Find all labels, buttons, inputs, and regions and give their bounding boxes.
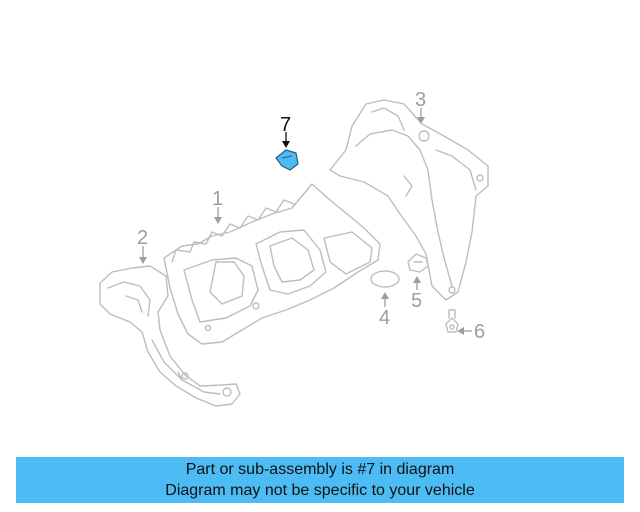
info-banner: Part or sub-assembly is #7 in diagram Di… (16, 457, 624, 503)
part-7-clip-highlighted[interactable] (275, 149, 299, 171)
callout-2[interactable]: 2 (137, 227, 148, 249)
callout-6[interactable]: 6 (474, 321, 485, 343)
callout-1[interactable]: 1 (212, 188, 223, 210)
parts-diagram: 1 2 3 4 5 6 7 (99, 89, 489, 407)
part-5-clip (407, 253, 429, 273)
part-4-grommet (370, 270, 400, 288)
callout-7[interactable]: 7 (280, 114, 291, 136)
callout-3[interactable]: 3 (415, 89, 426, 111)
callout-leaders (139, 108, 472, 335)
banner-line-1: Part or sub-assembly is #7 in diagram (185, 461, 455, 478)
part-6-bolt (445, 309, 459, 333)
part-2-side-bracket (99, 265, 241, 407)
part-3-side-panel (329, 99, 489, 301)
callout-5[interactable]: 5 (411, 290, 422, 312)
part-1-undercover (163, 183, 381, 345)
callout-4[interactable]: 4 (379, 307, 390, 329)
banner-line-2: Diagram may not be specific to your vehi… (165, 482, 475, 499)
